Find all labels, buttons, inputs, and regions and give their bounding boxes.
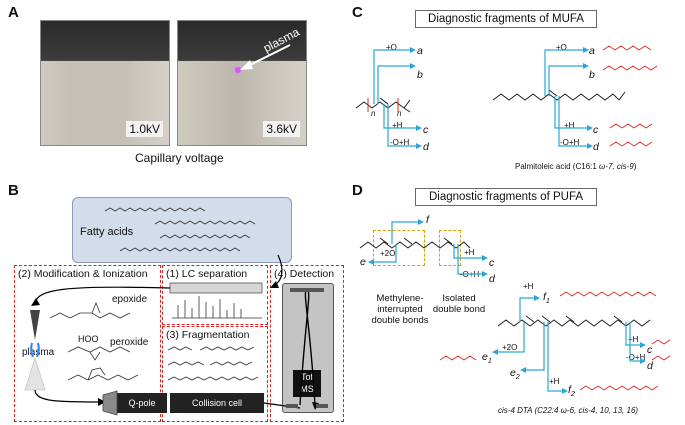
photo-36kv: plasma 3.6kV <box>177 20 307 146</box>
d-plus-h-f1: +H <box>523 282 534 291</box>
d-e1-letter: e <box>482 351 488 363</box>
qpole-block: Q-pole <box>117 393 167 413</box>
modification-box <box>14 265 161 422</box>
d-plus-h-f2: +H <box>549 377 560 386</box>
tof-ms-label: Tof MS <box>293 370 321 397</box>
d-e1: e1 <box>482 351 492 365</box>
palmitoleic-caption-main: Palmitoleic acid (C16:1 <box>515 162 600 171</box>
pufa-title: Diagnostic fragments of PUFA <box>415 188 597 206</box>
c-n-2: n <box>397 109 402 118</box>
methylene-line-1: Methylene- <box>376 293 424 304</box>
c-plus-o-2: +O <box>556 43 567 52</box>
palmitoleic-caption: Palmitoleic acid (C16:1 ω-7, cis-9) <box>515 162 636 171</box>
d-e-1: e <box>360 256 366 268</box>
methylene-line-3: double bonds <box>371 315 429 326</box>
d-f2-sub: 2 <box>570 391 575 399</box>
d-e1-sub: 1 <box>487 358 492 366</box>
c-d-2: d <box>593 141 599 153</box>
plasma-dot <box>235 67 241 73</box>
epoxide-label: epoxide <box>112 294 148 305</box>
lc-title: (1) LC separation <box>166 268 248 280</box>
c-b-2: b <box>589 69 595 81</box>
c-d-1: d <box>423 141 429 153</box>
collision-block: Collision cell <box>170 393 264 413</box>
c-minus-oh-1: -O+H <box>390 138 410 147</box>
fragmentation-box <box>162 326 268 422</box>
voltage-label-1kv: 1.0kV <box>126 121 163 137</box>
d-e2-letter: e <box>510 367 516 379</box>
d-f1-sub: 1 <box>545 298 550 306</box>
c-c-2: c <box>593 124 599 136</box>
c-plus-h-2: +H <box>564 121 575 130</box>
isolated-line-1: Isolated <box>442 293 476 304</box>
d-e2-sub: 2 <box>515 374 520 382</box>
detection-title: (4) Detection <box>274 268 335 280</box>
capillary-caption: Capillary voltage <box>135 151 224 165</box>
photo-1kv: 1.0kV <box>40 20 170 146</box>
peroxide-label: peroxide <box>110 337 149 348</box>
palmitoleic-caption-end: ) <box>633 162 637 171</box>
d-d-2: d <box>647 360 653 372</box>
fatty-acids-label: Fatty acids <box>80 226 134 238</box>
d-e2: e2 <box>510 367 520 381</box>
c-minus-oh-2: -O+H <box>560 138 580 147</box>
methylene-label: Methylene- interrupted double bonds <box>370 293 430 326</box>
d-minus-oh-2: -O+H <box>626 353 646 362</box>
ms-text: MS <box>300 384 314 394</box>
hoo-label: HOO <box>78 334 99 344</box>
d-f1: f1 <box>543 291 550 305</box>
c-c-1: c <box>423 124 429 136</box>
dta-caption: cis-4 DTA (C22:4 ω-6, cis-4, 10, 13, 16) <box>498 406 639 415</box>
tof-text: Tof <box>300 372 313 382</box>
modification-title: (2) Modification & Ionization <box>18 268 148 280</box>
c-a-1: a <box>417 45 423 57</box>
c-b-1: b <box>417 69 423 81</box>
d-d-1: d <box>489 273 495 285</box>
plasma-source-label: plasma <box>22 347 55 358</box>
panel-letter-d: D <box>352 182 363 199</box>
plasma-label: plasma <box>260 24 302 56</box>
d-c-2: c <box>647 344 653 356</box>
d-plus-h-1: +H <box>464 248 475 257</box>
d-plus-h-2: +H <box>628 335 639 344</box>
d-plus-2o-e1: +2O <box>502 343 518 352</box>
isolated-line-2: double bond <box>432 304 486 315</box>
d-plus-2o-1: +2O <box>380 249 396 258</box>
isolated-box <box>439 230 461 266</box>
palmitoleic-caption-omega: ω-7, cis-9 <box>599 162 634 171</box>
d-f2-letter: f <box>568 384 571 396</box>
panel-letter-c: C <box>352 4 363 21</box>
detection-box <box>270 265 344 422</box>
mufa-title: Diagnostic fragments of MUFA <box>415 10 597 28</box>
c-n-1: n <box>371 109 376 118</box>
fragmentation-title: (3) Fragmentation <box>166 329 250 341</box>
d-f2: f2 <box>568 384 575 398</box>
panel-letter-b: B <box>8 182 19 199</box>
c-plus-o-1: +O <box>386 43 397 52</box>
methylene-box <box>373 230 425 266</box>
d-minus-oh-1: -O+H <box>460 270 480 279</box>
panel-letter-a: A <box>8 4 19 21</box>
d-f-1: f <box>426 214 429 226</box>
c-a-2: a <box>589 45 595 57</box>
d-c-1: c <box>489 257 495 269</box>
c-plus-h-1: +H <box>392 121 403 130</box>
isolated-label: Isolated double bond <box>424 293 494 315</box>
methylene-line-2: interrupted <box>377 304 423 315</box>
d-f1-letter: f <box>543 291 546 303</box>
voltage-label-36kv: 3.6kV <box>263 121 300 137</box>
